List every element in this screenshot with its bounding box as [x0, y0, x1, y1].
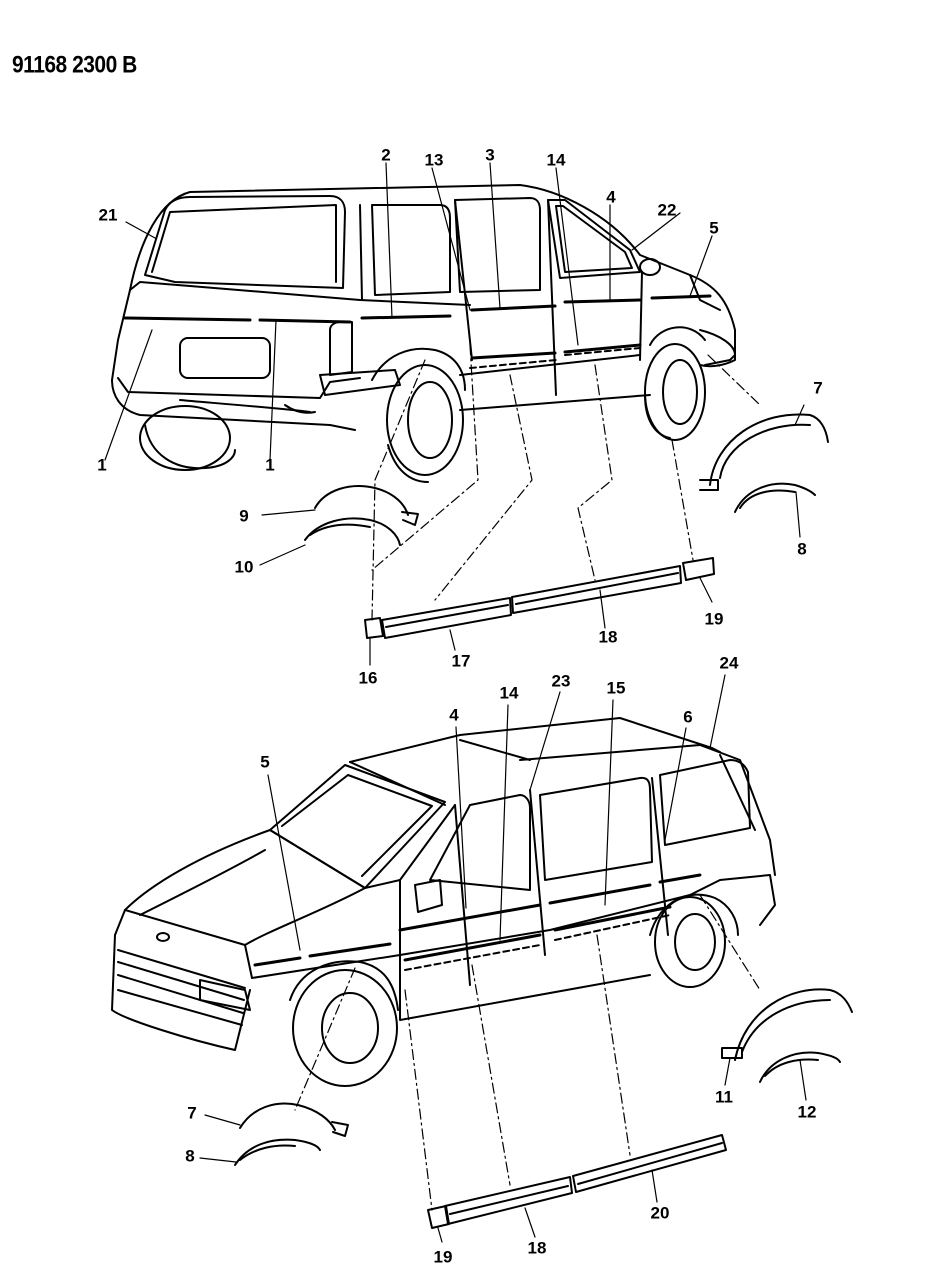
callout-1-left: 1: [97, 455, 107, 475]
wheel-flare-front-top: [700, 414, 828, 490]
callout-19-top: 19: [704, 609, 724, 629]
callout-17: 17: [451, 651, 471, 671]
document-id: 91168 2300 B: [12, 52, 137, 79]
callout-5: 5: [709, 218, 719, 238]
callout-3: 3: [485, 145, 495, 165]
callout-1-right: 1: [265, 455, 275, 475]
wheel-flare-7-bottom: [240, 1104, 348, 1136]
callout-5-bottom: 5: [260, 752, 270, 772]
callout-4: 4: [606, 187, 616, 207]
callout-14-bottom: 14: [499, 683, 519, 703]
callout-4-bottom: 4: [449, 705, 459, 725]
callout-8-top: 8: [797, 539, 807, 559]
wheel-flare-10: [305, 518, 400, 545]
callout-14: 14: [546, 150, 566, 170]
callout-7-bottom: 7: [187, 1103, 197, 1123]
callout-18-top: 18: [598, 627, 618, 647]
callout-7-top: 7: [813, 378, 823, 398]
callout-21: 21: [98, 205, 118, 225]
callout-22: 22: [657, 200, 677, 220]
callout-23: 23: [551, 671, 571, 691]
wheel-flare-rear-top: [735, 484, 815, 512]
sill-molding-top: [365, 558, 714, 638]
callout-16: 16: [358, 668, 378, 688]
wheel-flare-rear-bottom: [722, 989, 852, 1060]
callout-2: 2: [381, 145, 391, 165]
callout-19-bottom: 19: [433, 1247, 453, 1267]
callout-13: 13: [424, 150, 444, 170]
sill-molding-bottom: [428, 1135, 726, 1228]
wheel-flare-8-bottom: [235, 1140, 320, 1165]
top-leader-lines: [105, 163, 804, 665]
callout-10: 10: [234, 557, 254, 577]
callout-8-bottom: 8: [185, 1146, 195, 1166]
van-rear-view: [112, 185, 735, 482]
callout-18-bottom: 18: [527, 1238, 547, 1258]
bottom-leader-lines: [200, 675, 806, 1242]
callout-11: 11: [715, 1087, 733, 1107]
callout-12: 12: [797, 1102, 817, 1122]
callout-15: 15: [606, 678, 626, 698]
wheel-flare-9: [315, 486, 418, 525]
wheel-flare-12: [760, 1052, 840, 1082]
callout-24: 24: [719, 653, 739, 673]
callout-9: 9: [239, 506, 249, 526]
van-front-view: [112, 718, 775, 1086]
callout-20: 20: [650, 1203, 670, 1223]
callout-6: 6: [683, 707, 693, 727]
